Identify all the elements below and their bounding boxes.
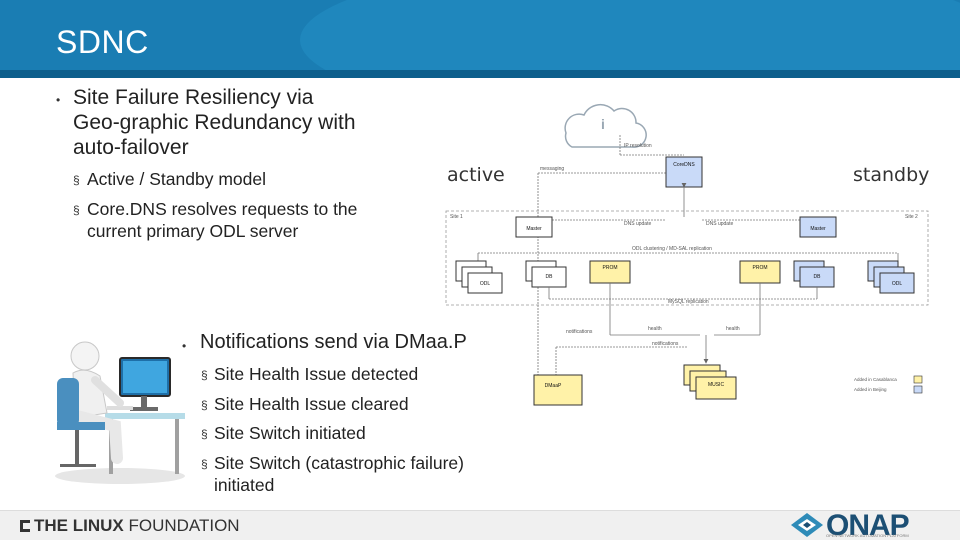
header-banner — [0, 0, 960, 78]
legend-beijing-label: Added in Beijing — [854, 387, 887, 392]
bullet-square: § — [73, 203, 80, 217]
onap-logo: ONAP — [826, 509, 910, 542]
odl-box-site1 — [467, 272, 503, 294]
bullet-square: § — [201, 427, 208, 441]
site1-label: Site 1 — [450, 214, 463, 220]
header-wave — [300, 0, 960, 78]
master-box-site2 — [799, 216, 837, 238]
sub-bullet-health-cleared: Site Health Issue cleared — [214, 394, 409, 414]
legend-casablanca-label: Added in Casablanca — [854, 377, 897, 382]
sub-bullet-coredns: Core.DNS resolves requests to the curren… — [87, 199, 358, 241]
sub-bullet-catastrophic: Site Switch (catastrophic failure) initi… — [214, 453, 464, 495]
dmaap-box — [533, 374, 583, 406]
bullet-dot: • — [182, 339, 187, 353]
bullet-square: § — [73, 173, 80, 187]
label-standby: standby — [853, 164, 930, 186]
master-box-site1 — [515, 216, 553, 238]
dns-update-left-label: DNS update — [624, 221, 651, 227]
site2-label: Site 2 — [905, 214, 918, 220]
notifications-label-lower: notifications — [652, 341, 679, 347]
dns-update-right-label: DNS update — [706, 221, 733, 227]
bullet-square: § — [201, 398, 208, 412]
bullet-dot: • — [56, 93, 61, 107]
music-label: MUSIC — [708, 382, 725, 388]
db-label-site2: DB — [814, 274, 822, 280]
music-box — [695, 376, 737, 400]
messaging-label: messaging — [540, 166, 564, 172]
onap-mark-icon — [791, 513, 823, 537]
odl-label-site1: ODL — [480, 281, 491, 287]
health-label-left: health — [648, 326, 662, 332]
sub-bullet-active-standby: Active / Standby model — [87, 169, 266, 189]
bullet-square: § — [201, 368, 208, 382]
sub-bullet-switch-initiated: Site Switch initiated — [214, 423, 366, 443]
health-label-right: health — [726, 326, 740, 332]
prom-label-site1: PROM — [603, 265, 618, 271]
linux-foundation-logo: THE LINUX FOUNDATION — [20, 516, 240, 536]
ip-resolution-label: IP resolution — [624, 143, 652, 149]
svg-text:i: i — [601, 116, 605, 132]
cloud-icon: i — [564, 103, 647, 148]
lf-mark-icon — [20, 520, 30, 532]
odl-label-site2: ODL — [892, 281, 903, 287]
header-stripe — [0, 70, 960, 78]
sub-bullet-health-detected: Site Health Issue detected — [214, 364, 419, 384]
person-at-computer-illustration — [55, 341, 185, 484]
odl-clustering-label: ODL clustering / MD-SAL replication — [632, 246, 712, 252]
sites-boundary — [445, 210, 929, 306]
dmaap-label: DMaaP — [545, 383, 562, 389]
master-label-site1: Master — [526, 226, 542, 232]
label-active: active — [447, 164, 505, 186]
coredns-label: CoreDNS — [673, 162, 695, 168]
prom-label-site2: PROM — [753, 265, 768, 271]
mysql-replication-label: MySQL replication — [668, 299, 709, 305]
bullet-site-failure: Site Failure Resiliency via Geo-graphic … — [73, 86, 356, 159]
bullet-notifications: Notifications send via DMaa.P — [200, 331, 467, 353]
bullet-square: § — [201, 457, 208, 471]
onap-tagline: OPEN NETWORK AUTOMATION PLATFORM — [826, 533, 909, 538]
notifications-label-upper: notifications — [566, 329, 593, 335]
legend-casablanca-swatch — [913, 375, 923, 384]
db-label-site1: DB — [546, 274, 554, 280]
master-label-site2: Master — [810, 226, 826, 232]
legend-beijing-swatch — [913, 385, 923, 394]
slide-title: SDNC — [56, 24, 149, 60]
sdnc-geo-redundancy-diagram: i IP resolution messaging CoreDNS Site 1… — [445, 103, 929, 406]
odl-box-site2 — [879, 272, 915, 294]
